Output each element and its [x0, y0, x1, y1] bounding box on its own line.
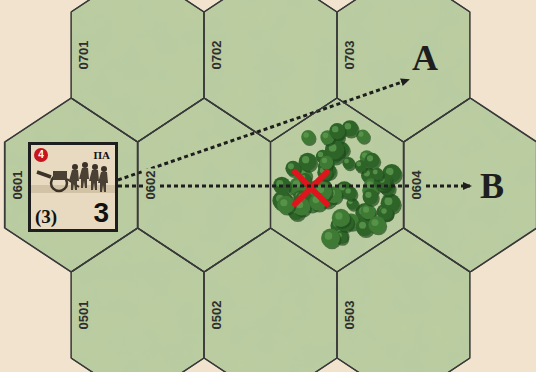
hex-texture [337, 228, 470, 372]
hex-number: 0503 [343, 299, 357, 332]
target-letter: B [480, 168, 504, 204]
unit-counter: 4 ПА (3) 3 [28, 142, 118, 232]
blocked-mark [295, 172, 327, 204]
hex-border [204, 228, 337, 372]
map-hex: 0701 [71, 0, 204, 142]
map-hex: 0503 [337, 228, 470, 372]
map-hex: 0703 [337, 0, 470, 142]
hex-number: 0604 [410, 169, 424, 202]
hex-border [71, 0, 204, 142]
target-letter: A [412, 40, 438, 76]
hex-number: 0501 [77, 299, 91, 332]
strength-badge: 4 [34, 148, 48, 162]
hex-number: 0703 [343, 39, 357, 72]
map-hex: 0601 [5, 98, 138, 272]
unit-type: ПА [94, 150, 111, 161]
hex-number: 0601 [11, 169, 25, 202]
hex-border [204, 0, 337, 142]
map-hex: 0501 [71, 228, 204, 372]
map-hex: 0702 [204, 0, 337, 142]
map-hex: 0604 [404, 98, 536, 272]
hex-number: 0602 [144, 169, 158, 202]
hex-number: 0701 [77, 39, 91, 72]
hex-number: 0502 [210, 299, 224, 332]
range-value: (3) [35, 207, 57, 226]
line-of-sight-a [118, 80, 408, 180]
map-hex: 0602 [138, 98, 271, 272]
hex-border [337, 0, 470, 142]
map-hex: 0502 [204, 228, 337, 372]
factor-value: 3 [93, 199, 109, 227]
hex-texture [204, 228, 337, 372]
hex-border [5, 98, 138, 272]
hex-border [71, 228, 204, 372]
hex-number: 0702 [210, 39, 224, 72]
hex-texture [71, 228, 204, 372]
hex-border [337, 228, 470, 372]
